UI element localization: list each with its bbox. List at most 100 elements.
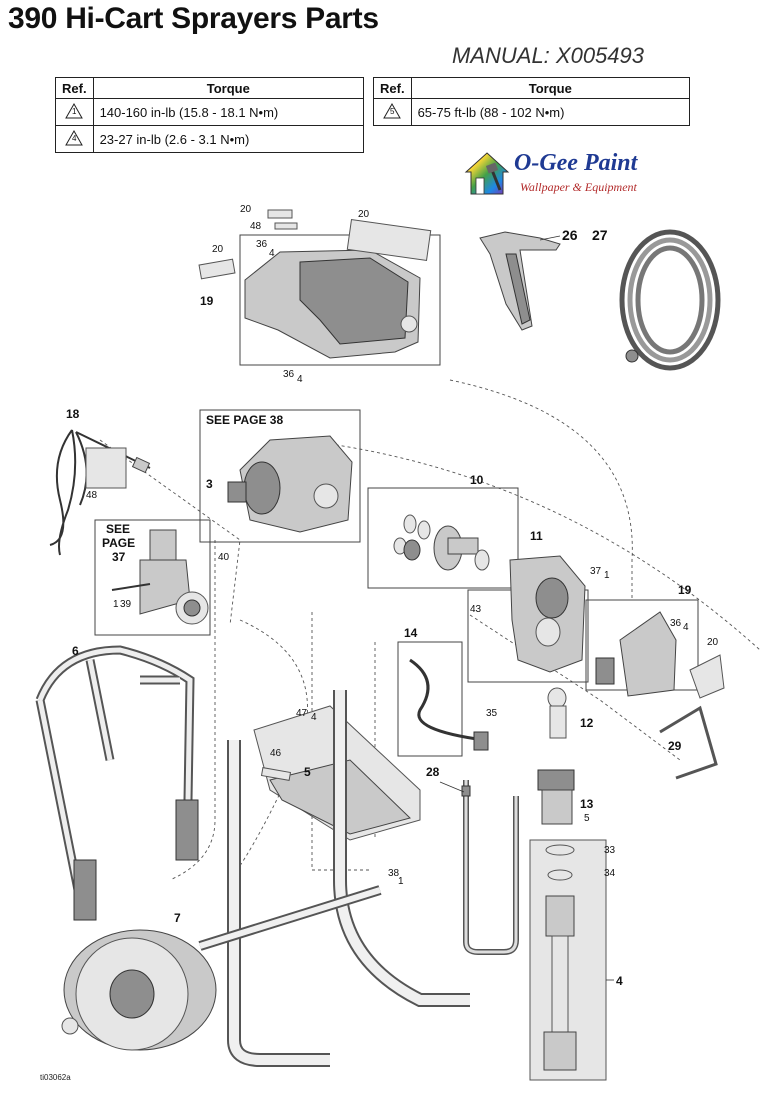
paint-house-icon bbox=[464, 152, 510, 195]
warning-label bbox=[198, 258, 236, 280]
callout-47: 47 bbox=[296, 708, 308, 719]
assembly-guide-line bbox=[99, 439, 241, 626]
torque-mark: 1 bbox=[398, 876, 404, 887]
callout-28: 28 bbox=[426, 765, 440, 779]
jam-nut bbox=[537, 769, 575, 791]
callout-13: 13 bbox=[580, 797, 594, 811]
callout-48: 48 bbox=[86, 490, 98, 501]
torque-mark: 4 bbox=[311, 712, 317, 723]
callout-3: 3 bbox=[206, 477, 213, 491]
callout-46: 46 bbox=[270, 748, 282, 759]
warning-label bbox=[274, 222, 298, 230]
callout-6: 6 bbox=[72, 644, 79, 658]
torque-value: 65-75 ft-lb (88 - 102 N•m) bbox=[410, 98, 691, 126]
leader-line bbox=[539, 235, 561, 241]
motor-gear bbox=[313, 483, 339, 509]
torque-mark: 1 bbox=[113, 599, 119, 610]
torque-header: Torque bbox=[410, 77, 691, 99]
drain-tube bbox=[659, 705, 718, 780]
callout-36: 36 bbox=[283, 369, 295, 380]
callout-33: 33 bbox=[604, 845, 616, 856]
callout-36: 36 bbox=[256, 239, 268, 250]
shroud-grommet bbox=[400, 315, 418, 333]
callout-4: 4 bbox=[616, 974, 623, 988]
motor-end bbox=[243, 461, 281, 515]
callout-10: 10 bbox=[470, 473, 484, 487]
torque-triangle-icon: 5 bbox=[383, 102, 402, 119]
see-page-37: 37 bbox=[112, 550, 126, 564]
callout-5: 5 bbox=[304, 765, 311, 779]
callout-20: 20 bbox=[240, 204, 252, 215]
callout-14: 14 bbox=[404, 626, 418, 640]
page-title: 390 Hi-Cart Sprayers Parts bbox=[8, 2, 379, 35]
wheel bbox=[61, 929, 217, 1051]
torque-mark: 5 bbox=[584, 813, 590, 824]
pump-inlet bbox=[543, 1031, 577, 1071]
callout-36: 36 bbox=[670, 618, 682, 629]
callout-27: 27 bbox=[592, 227, 608, 243]
filter-stem bbox=[149, 529, 177, 561]
spray-gun-handle bbox=[505, 253, 531, 325]
callout-12: 12 bbox=[580, 716, 594, 730]
warning-label bbox=[689, 654, 725, 699]
callout-18: 18 bbox=[66, 407, 80, 421]
logo-tagline: Wallpaper & Equipment bbox=[520, 180, 637, 194]
pump-cylinder bbox=[545, 895, 575, 937]
ref-header: Ref. bbox=[55, 77, 94, 99]
connecting-rod bbox=[549, 705, 567, 739]
pump-tube bbox=[551, 935, 569, 1033]
fluid-hose bbox=[409, 658, 485, 742]
callout-7: 7 bbox=[174, 911, 181, 925]
front-cover-label bbox=[595, 657, 615, 685]
callout-19: 19 bbox=[200, 294, 214, 308]
torque-mark: 4 bbox=[297, 374, 303, 385]
motor-shroud-shade bbox=[299, 257, 409, 345]
motor-cover-group-box bbox=[239, 234, 441, 366]
gear-group-box bbox=[367, 487, 519, 589]
torque-mark: 4 bbox=[269, 248, 275, 259]
motor-group-box bbox=[199, 409, 361, 543]
callout-26: 26 bbox=[562, 227, 578, 243]
motor-switch bbox=[227, 481, 247, 503]
torque-table-2: Ref. Torque 5 65-75 ft-lb (88 - 102 N•m) bbox=[373, 77, 691, 126]
torque-triangle-icon: 1 bbox=[65, 102, 84, 119]
callout-35: 35 bbox=[486, 708, 498, 719]
pin bbox=[260, 767, 292, 781]
callout-20: 20 bbox=[358, 209, 370, 220]
hose-coil bbox=[619, 229, 721, 371]
hubcap bbox=[61, 1017, 79, 1035]
pressure-control-box bbox=[94, 519, 211, 636]
callout-20: 20 bbox=[212, 244, 224, 255]
cart-handle bbox=[35, 645, 195, 901]
logo-name: O-Gee Paint bbox=[514, 150, 638, 176]
leader-line bbox=[439, 781, 465, 793]
gear-stack bbox=[393, 514, 490, 571]
suction-tube bbox=[463, 780, 519, 955]
see-page-37: PAGE bbox=[102, 536, 135, 550]
callout-38: 38 bbox=[388, 868, 400, 879]
manual-number: MANUAL: X005493 bbox=[452, 43, 644, 68]
hose-fitting bbox=[473, 731, 489, 751]
callout-48: 48 bbox=[250, 221, 262, 232]
callout-34: 34 bbox=[604, 868, 616, 879]
callout-43: 43 bbox=[470, 604, 482, 615]
assembly-guide-line bbox=[311, 612, 370, 871]
torque-table-1: Ref. Torque 1 140-160 in-lb (15.8 - 18.1… bbox=[55, 77, 365, 153]
torque-value: 23-27 in-lb (2.6 - 3.1 N•m) bbox=[92, 125, 365, 153]
assembly-guide-line bbox=[169, 540, 216, 881]
pump-coupling bbox=[541, 789, 573, 825]
torque-triangle-icon: 4 bbox=[65, 129, 84, 146]
callout-40: 40 bbox=[218, 552, 230, 563]
handle-grip bbox=[175, 799, 199, 861]
warning-label bbox=[85, 447, 127, 489]
callout-19: 19 bbox=[678, 583, 692, 597]
callout-39: 39 bbox=[120, 599, 132, 610]
torque-mark: 4 bbox=[683, 622, 689, 633]
warning-label bbox=[267, 209, 293, 219]
figure-id: ti03062a bbox=[40, 1073, 71, 1082]
table-row: 5 65-75 ft-lb (88 - 102 N•m) bbox=[373, 98, 691, 126]
callout-11: 11 bbox=[530, 529, 543, 543]
handle-grip bbox=[73, 859, 97, 921]
connecting-rod-top bbox=[547, 687, 567, 709]
